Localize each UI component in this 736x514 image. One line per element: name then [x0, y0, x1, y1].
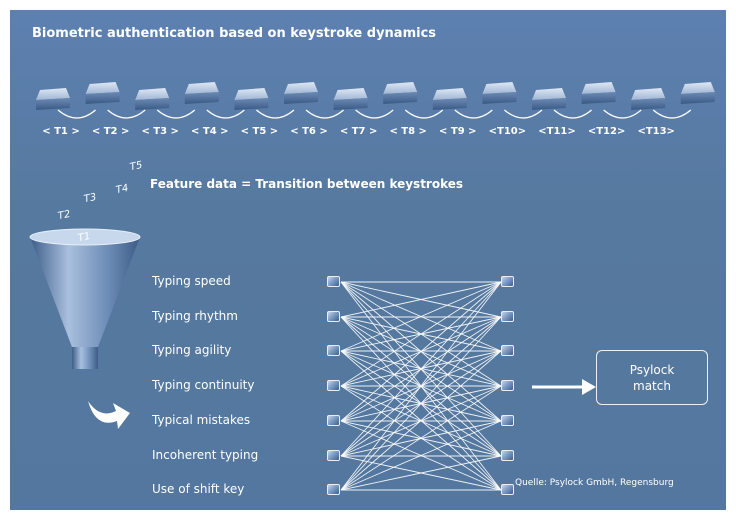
- keycap-icon: [333, 88, 368, 110]
- transition-label: < T9 >: [439, 126, 477, 137]
- keycap-icon: [631, 88, 666, 110]
- curved-arrow-icon: [88, 401, 130, 429]
- output-node: [501, 415, 514, 426]
- transition-arc: [256, 109, 295, 119]
- feature-data-caption: Feature data = Transition between keystr…: [150, 177, 464, 191]
- transition-arc: [652, 109, 692, 119]
- source-credit: Quelle: Psylock GmbH, Regensburg: [515, 478, 674, 488]
- transition-arc: [156, 109, 196, 119]
- transition-label: < T7 >: [339, 126, 378, 137]
- transition-label: < T1 >: [42, 126, 80, 137]
- transition-arc: [603, 109, 642, 119]
- funnel-graphic: [29, 228, 141, 369]
- keycap-icon: [135, 88, 170, 110]
- feature-label: Incoherent typing: [152, 448, 259, 462]
- right-arrow-icon: [532, 379, 596, 395]
- output-node: [501, 311, 514, 322]
- transition-label: <T11>: [538, 126, 576, 137]
- keycap-icon: [184, 82, 219, 104]
- transition-label: < T5 >: [240, 126, 279, 137]
- keycap-icon: [383, 82, 418, 104]
- transition-arc: [504, 109, 543, 119]
- transition-label: <T13>: [637, 126, 675, 137]
- keystroke-row: [36, 82, 715, 119]
- transition-arc: [404, 109, 444, 119]
- diagram-title: Biometric authentication based on keystr…: [32, 26, 437, 41]
- output-node: [501, 345, 514, 356]
- output-node: [501, 276, 514, 287]
- result-line-2: match: [633, 378, 671, 393]
- keycap-icon: [482, 82, 517, 104]
- keycap-icon: [85, 82, 120, 104]
- transition-arc: [206, 109, 245, 119]
- output-node: [501, 484, 514, 495]
- transition-arc: [454, 109, 493, 119]
- keycap-icon: [532, 88, 566, 110]
- transition-label: < T3 >: [141, 126, 179, 137]
- transition-arc: [305, 109, 344, 119]
- transition-arc: [107, 109, 146, 119]
- transition-label: <T12>: [587, 126, 626, 137]
- feature-label: Typing continuity: [152, 378, 255, 392]
- output-node: [501, 380, 514, 391]
- transition-label: < T6 >: [290, 126, 328, 137]
- keycap-icon: [284, 82, 318, 104]
- result-line-1: Psylock: [629, 362, 675, 377]
- input-node: [327, 345, 340, 356]
- feature-label: Use of shift key: [152, 482, 245, 496]
- input-node: [327, 380, 340, 391]
- psylock-match-box: Psylock match: [596, 350, 708, 405]
- feature-label: Typical mistakes: [152, 413, 251, 427]
- transition-label: < T8 >: [389, 126, 427, 137]
- output-node: [501, 450, 514, 461]
- keycap-icon: [581, 82, 616, 104]
- input-node: [327, 415, 340, 426]
- input-node: [327, 311, 340, 322]
- transition-arc: [553, 109, 592, 119]
- input-node: [327, 276, 340, 287]
- transition-label: < T4 >: [191, 126, 229, 137]
- keycap-icon: [36, 88, 70, 110]
- keycap-icon: [234, 88, 269, 110]
- keycap-icon: [432, 88, 467, 110]
- feature-label: Typing rhythm: [152, 309, 238, 323]
- transition-arc: [355, 109, 394, 119]
- feature-label: Typing speed: [152, 274, 231, 288]
- input-node: [327, 450, 340, 461]
- keycap-icon: [680, 82, 715, 104]
- input-node: [327, 484, 340, 495]
- transition-label: < T2 >: [91, 126, 130, 137]
- feature-label: Typing agility: [152, 343, 232, 357]
- transition-label: <T10>: [488, 126, 527, 137]
- transition-arc: [57, 109, 96, 119]
